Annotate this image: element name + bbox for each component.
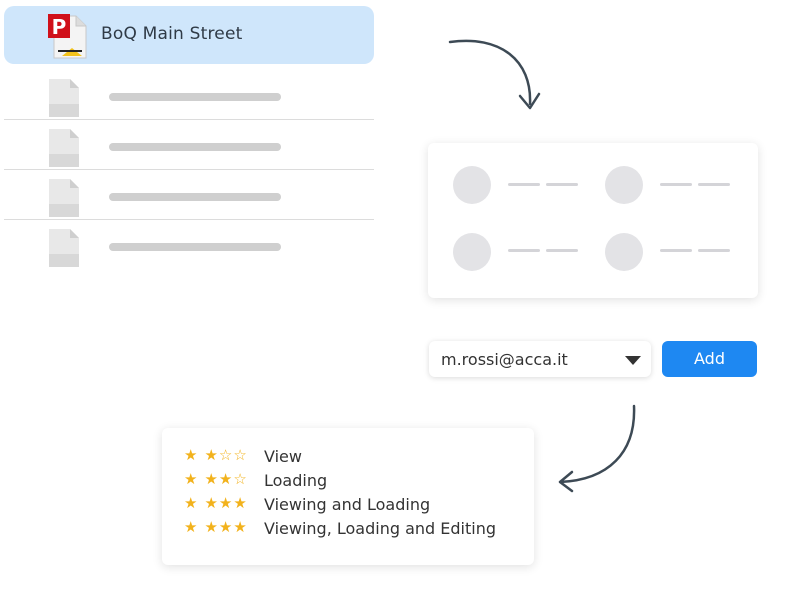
placeholder-dash [660, 183, 692, 186]
star-filled-icon: ★ [218, 518, 234, 536]
star-filled-icon: ★ [204, 470, 219, 488]
divider [4, 169, 374, 170]
permission-label: Viewing and Loading [264, 495, 431, 514]
placeholder-bar [109, 193, 281, 201]
divider [4, 219, 374, 220]
avatar [453, 233, 491, 271]
placeholder-dash [546, 249, 578, 252]
permissions-card: ★★☆☆ View ★★★☆ Loading ★★★★ Viewing and … [162, 428, 534, 565]
star-empty-icon: ☆ [233, 446, 248, 464]
star-rating: ★★★★ [184, 518, 262, 536]
document-icon [48, 178, 80, 222]
star-filled-icon: ★ [218, 494, 234, 512]
file-row[interactable] [4, 122, 374, 170]
star-filled-icon: ★ [218, 470, 234, 488]
file-title: BoQ Main Street [101, 24, 243, 44]
placeholder-dash [508, 249, 540, 252]
placeholder-dash [698, 249, 730, 252]
permission-label: Loading [264, 471, 328, 490]
star-filled-icon: ★ [204, 494, 219, 512]
star-empty-icon: ☆ [218, 446, 234, 464]
divider [4, 119, 374, 120]
star-rating: ★★★☆ [184, 470, 262, 488]
star-empty-icon: ☆ [233, 470, 248, 488]
email-select[interactable]: m.rossi@acca.it [429, 341, 651, 377]
placeholder-dash [508, 183, 540, 186]
placeholder-bar [109, 93, 281, 101]
star-filled-icon: ★ [184, 446, 199, 464]
avatar [605, 233, 643, 271]
permission-label: Viewing, Loading and Editing [264, 519, 497, 538]
file-row-selected[interactable]: P BoQ Main Street [4, 6, 374, 64]
file-row[interactable] [4, 222, 374, 270]
star-filled-icon: ★ [204, 446, 219, 464]
email-select-value: m.rossi@acca.it [441, 350, 568, 369]
placeholder-dash [698, 183, 730, 186]
star-filled-icon: ★ [184, 494, 199, 512]
placeholder-dash [660, 249, 692, 252]
file-row[interactable] [4, 172, 374, 220]
avatar [453, 166, 491, 204]
svg-text:P: P [52, 15, 67, 39]
add-button[interactable]: Add [662, 341, 757, 377]
document-icon [48, 128, 80, 172]
star-rating: ★★★★ [184, 494, 262, 512]
permission-label: View [264, 447, 302, 466]
caret-down-icon[interactable] [625, 356, 641, 365]
placeholder-bar [109, 243, 281, 251]
curved-arrow-icon [558, 404, 636, 493]
star-filled-icon: ★ [184, 518, 199, 536]
placeholder-dash [546, 183, 578, 186]
star-filled-icon: ★ [204, 518, 219, 536]
avatar [605, 166, 643, 204]
placeholder-bar [109, 143, 281, 151]
document-icon [48, 228, 80, 272]
star-filled-icon: ★ [184, 470, 199, 488]
document-icon [48, 78, 80, 122]
star-rating: ★★☆☆ [184, 446, 262, 464]
curved-arrow-icon [448, 39, 541, 110]
users-card [428, 143, 758, 298]
star-filled-icon: ★ [233, 518, 248, 536]
file-row[interactable] [4, 72, 374, 120]
primus-file-icon: P [48, 12, 92, 64]
star-filled-icon: ★ [233, 494, 248, 512]
